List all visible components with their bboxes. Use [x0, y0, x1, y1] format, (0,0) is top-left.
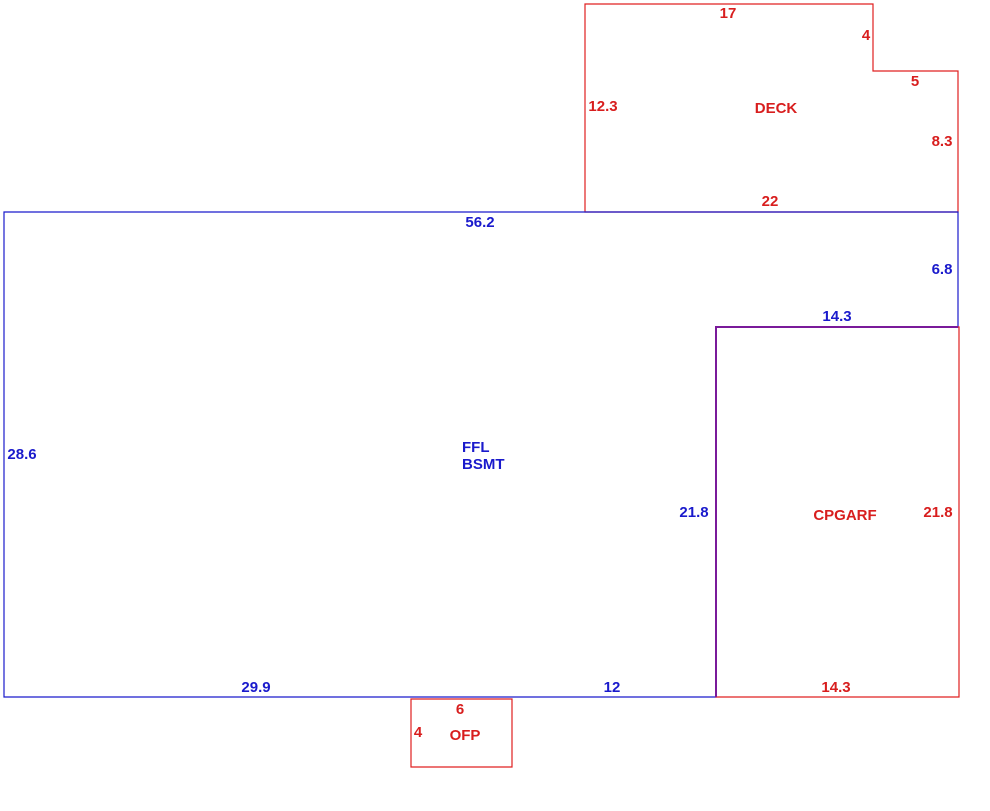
- porch-outline: [410, 698, 513, 768]
- main-dim-left: 28.6: [7, 446, 36, 463]
- deck-dim-top: 17: [720, 5, 737, 22]
- deck-dim-notch-vertical: 4: [862, 27, 871, 44]
- main-name-line2: BSMT: [462, 456, 505, 473]
- main-dim-inset-top: 14.3: [822, 308, 851, 325]
- porch-dim-left: 4: [414, 724, 423, 741]
- main-dim-inner-vertical: 21.8: [679, 504, 708, 521]
- deck-dim-left: 12.3: [588, 98, 617, 115]
- main-dim-right: 6.8: [932, 261, 953, 278]
- porch-name: OFP: [450, 727, 481, 744]
- garage-dim-bottom: 14.3: [821, 679, 850, 696]
- main-dim-bottom-right: 12: [604, 679, 621, 696]
- porch-dim-top: 6: [456, 701, 464, 718]
- deck-dim-bottom: 22: [762, 193, 779, 210]
- deck-dim-notch-horizontal: 5: [911, 73, 919, 90]
- deck-dim-right: 8.3: [932, 133, 953, 150]
- main-name-line1: FFL: [462, 439, 490, 456]
- main-dim-bottom-left: 29.9: [241, 679, 270, 696]
- deck-name: DECK: [755, 100, 798, 117]
- garage-dim-right: 21.8: [923, 504, 952, 521]
- main-dim-top: 56.2: [465, 214, 494, 231]
- garage-name: CPGARF: [813, 507, 876, 524]
- shared-wall-line: [715, 326, 958, 697]
